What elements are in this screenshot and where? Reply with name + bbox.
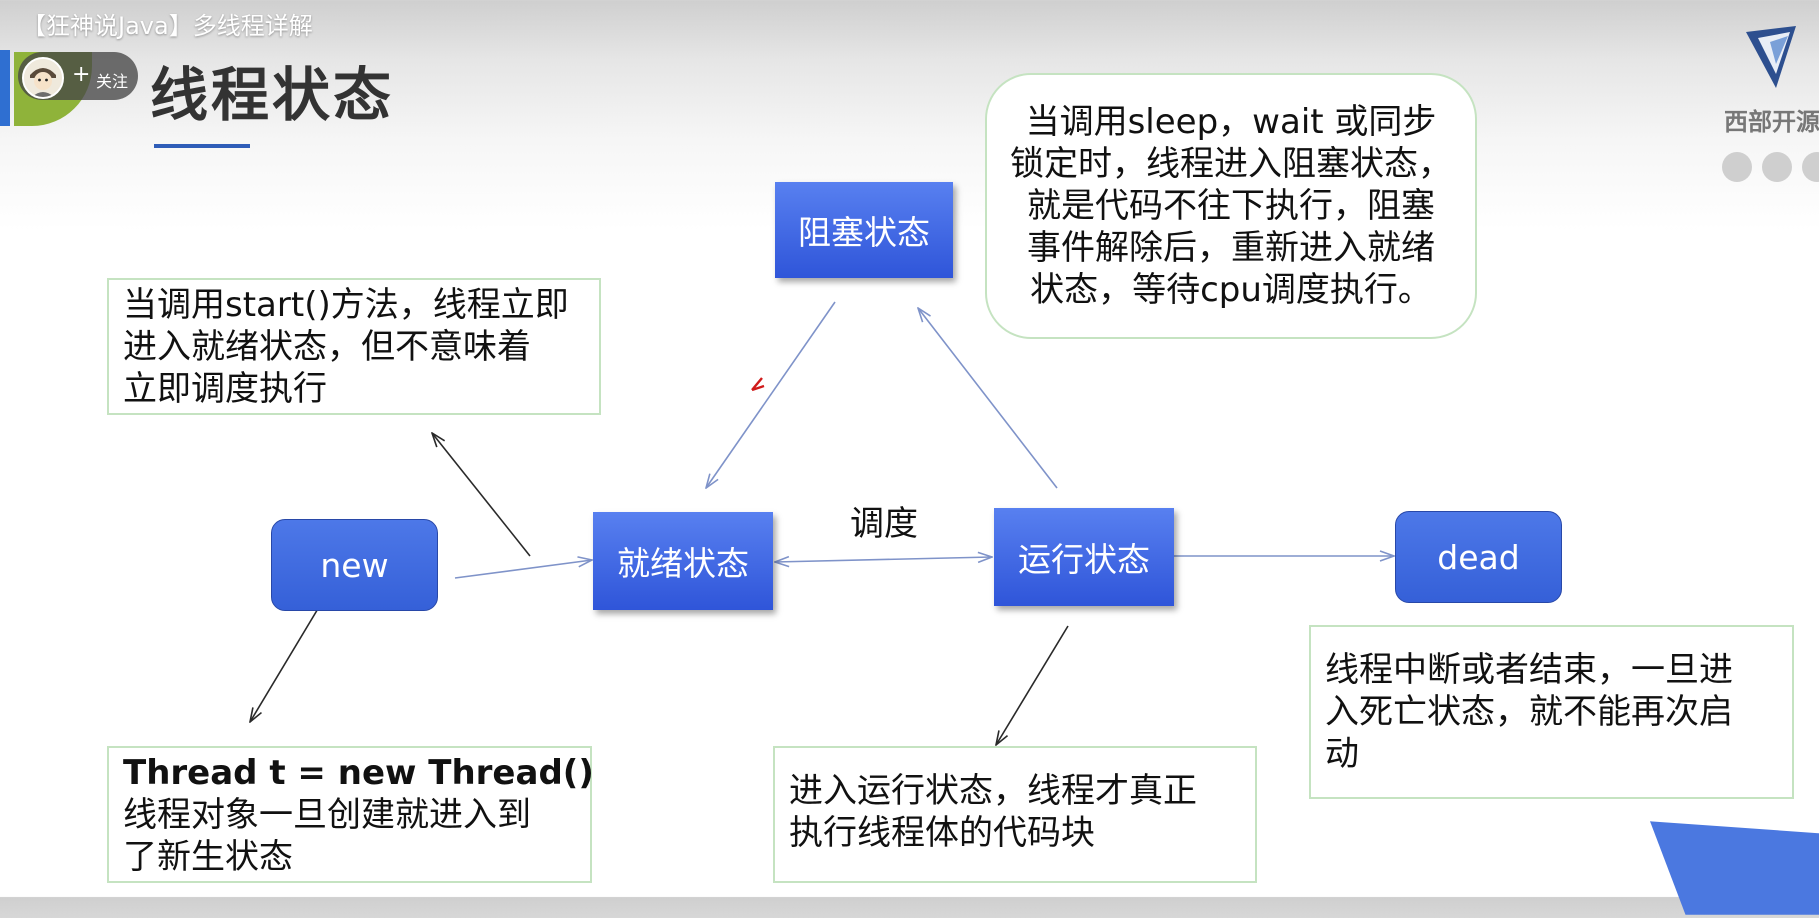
plus-icon[interactable]: + [72,62,91,87]
slide-dot [1722,152,1752,182]
note-line: 线程对象一旦创建就进入到 [123,795,531,835]
arrow-new-to-ready [454,560,592,579]
state-dead: dead [1395,511,1562,603]
state-new: new [271,519,438,611]
note-dead: 线程中断或者结束，一旦进 入死亡状态，就不能再次启 动 [1309,625,1794,799]
note-line: 入死亡状态，就不能再次启 [1325,692,1733,732]
state-blocked: 阻塞状态 [775,182,953,278]
video-title: 【狂神说Java】多线程详解 [22,12,313,40]
arrow-blocked-to-ready [706,301,836,488]
note-line: 动 [1325,734,1359,774]
avatar[interactable] [22,57,64,99]
note-line: 执行线程体的代码块 [789,813,1095,853]
brand-text: 西部开源 [1724,108,1819,136]
title-underline [154,144,250,148]
arrow-ready-running [775,557,992,562]
pointer-to-start-note [432,433,531,557]
avatar-icon [24,59,62,97]
pointer-to-running-note [996,625,1069,745]
follow-label[interactable]: 关注 [96,72,129,91]
state-running: 运行状态 [994,508,1174,606]
pointer-to-new-note [250,601,323,722]
note-blocked: 当调用sleep，wait 或同步 锁定时，线程进入阻塞状态， 就是代码不往下执… [985,73,1477,339]
note-line: 当调用start()方法，线程立即 [123,285,569,325]
note-line: 状态，等待cpu调度执行。 [1030,270,1432,310]
note-line: 进入就绪状态，但不意味着 [123,327,531,367]
note-line: 当调用sleep，wait 或同步 [1025,102,1437,142]
state-ready: 就绪状态 [593,512,773,610]
schedule-label: 调度 [850,504,918,544]
corner-decoration [1650,821,1819,915]
note-line: 线程中断或者结束，一旦进 [1325,650,1733,690]
arrow-layer [0,301,1819,897]
note-start: 当调用start()方法，线程立即 进入就绪状态，但不意味着 立即调度执行 [107,278,601,415]
note-line: 立即调度执行 [123,369,327,409]
left-accent-bar [0,50,10,126]
slide-title: 线程状态 [150,61,395,129]
brand-logo-icon [1740,22,1819,94]
note-line: 就是代码不往下执行，阻塞 [1027,186,1435,226]
red-cursor-mark [751,377,765,392]
note-running: 进入运行状态，线程才真正 执行线程体的代码块 [773,746,1257,883]
note-new: Thread t = new Thread() 线程对象一旦创建就进入到 了新生… [107,746,594,883]
note-line: 了新生状态 [123,837,293,877]
slide-dot [1762,152,1792,182]
note-code-line: Thread t = new Thread() [123,753,594,793]
slide-dot [1802,152,1819,182]
note-line: 进入运行状态，线程才真正 [789,771,1197,811]
arrow-running-to-blocked [918,308,1058,489]
note-line: 事件解除后，重新进入就绪 [1027,228,1435,268]
note-line: 锁定时，线程进入阻塞状态， [1010,144,1452,184]
